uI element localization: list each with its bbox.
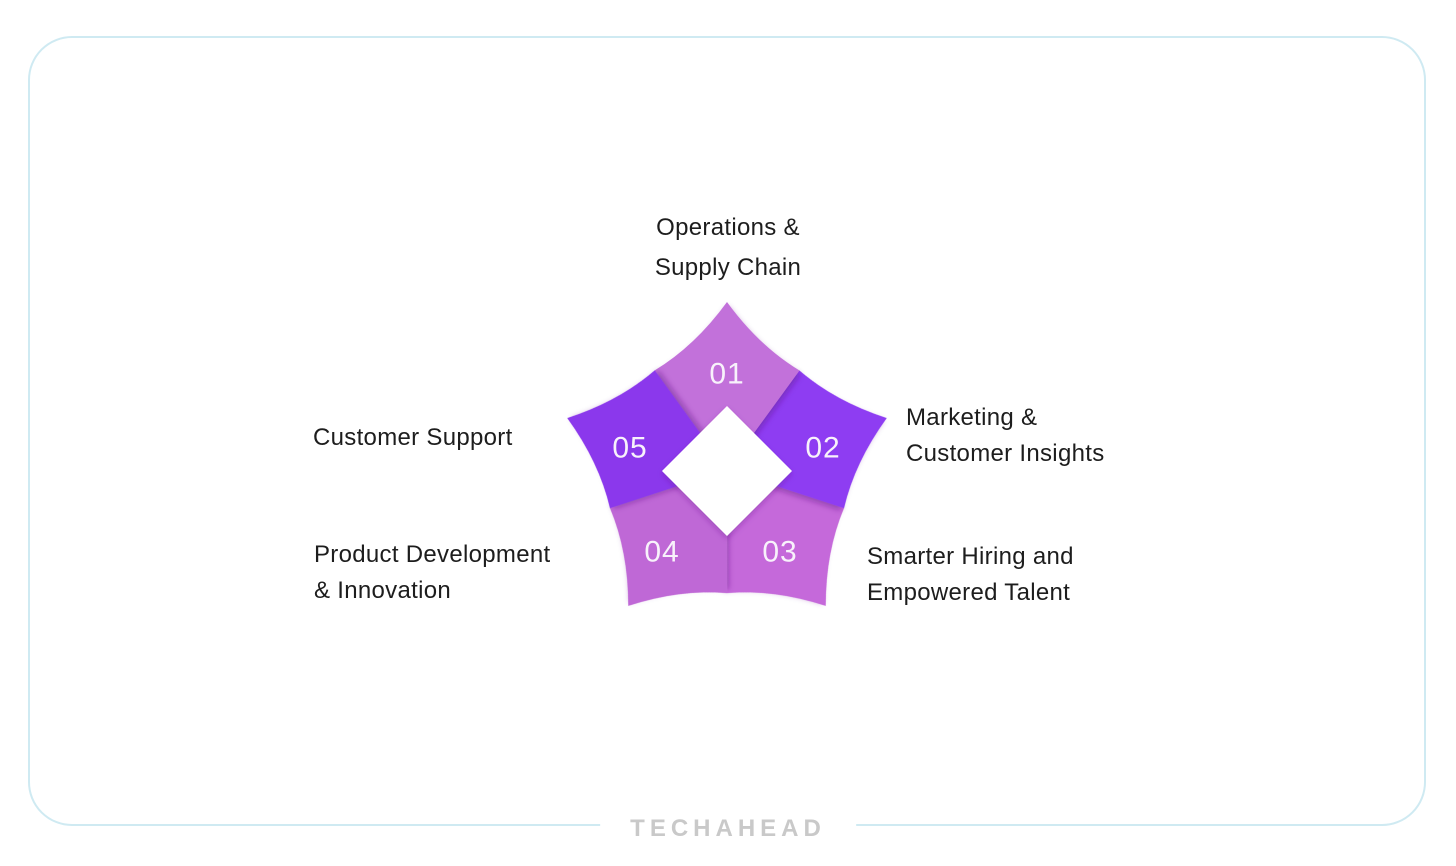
brand-logo: TECHAHEAD (600, 811, 856, 847)
segment-number-01: 01 (709, 358, 744, 391)
brand-logo-text: TECHAHEAD (630, 815, 826, 842)
segment-01 (654, 302, 800, 470)
label-line: Product Development (314, 541, 551, 568)
segment-number-05: 05 (612, 432, 647, 465)
label-operations-supply-chain: Operations & Supply Chain (528, 208, 928, 288)
label-line: Supply Chain (654, 254, 802, 281)
label-product-development-innovation: Product Development & Innovation (314, 537, 551, 609)
label-line: Customer Insights (906, 440, 1105, 467)
segment-number-03: 03 (762, 536, 797, 569)
segment-number-02: 02 (805, 432, 840, 465)
segment-number-04: 04 (644, 536, 679, 569)
label-customer-support: Customer Support (313, 420, 513, 456)
center-diamond (662, 406, 792, 536)
label-line: & Innovation (314, 577, 452, 604)
label-line: Empowered Talent (867, 579, 1071, 606)
label-line: Marketing & (906, 404, 1038, 431)
label-line: Operations & (656, 214, 800, 241)
label-line: Customer Support (313, 424, 513, 451)
label-marketing-customer-insights: Marketing & Customer Insights (906, 400, 1105, 472)
label-line: Smarter Hiring and (867, 543, 1074, 570)
label-smarter-hiring-talent: Smarter Hiring and Empowered Talent (867, 539, 1074, 611)
